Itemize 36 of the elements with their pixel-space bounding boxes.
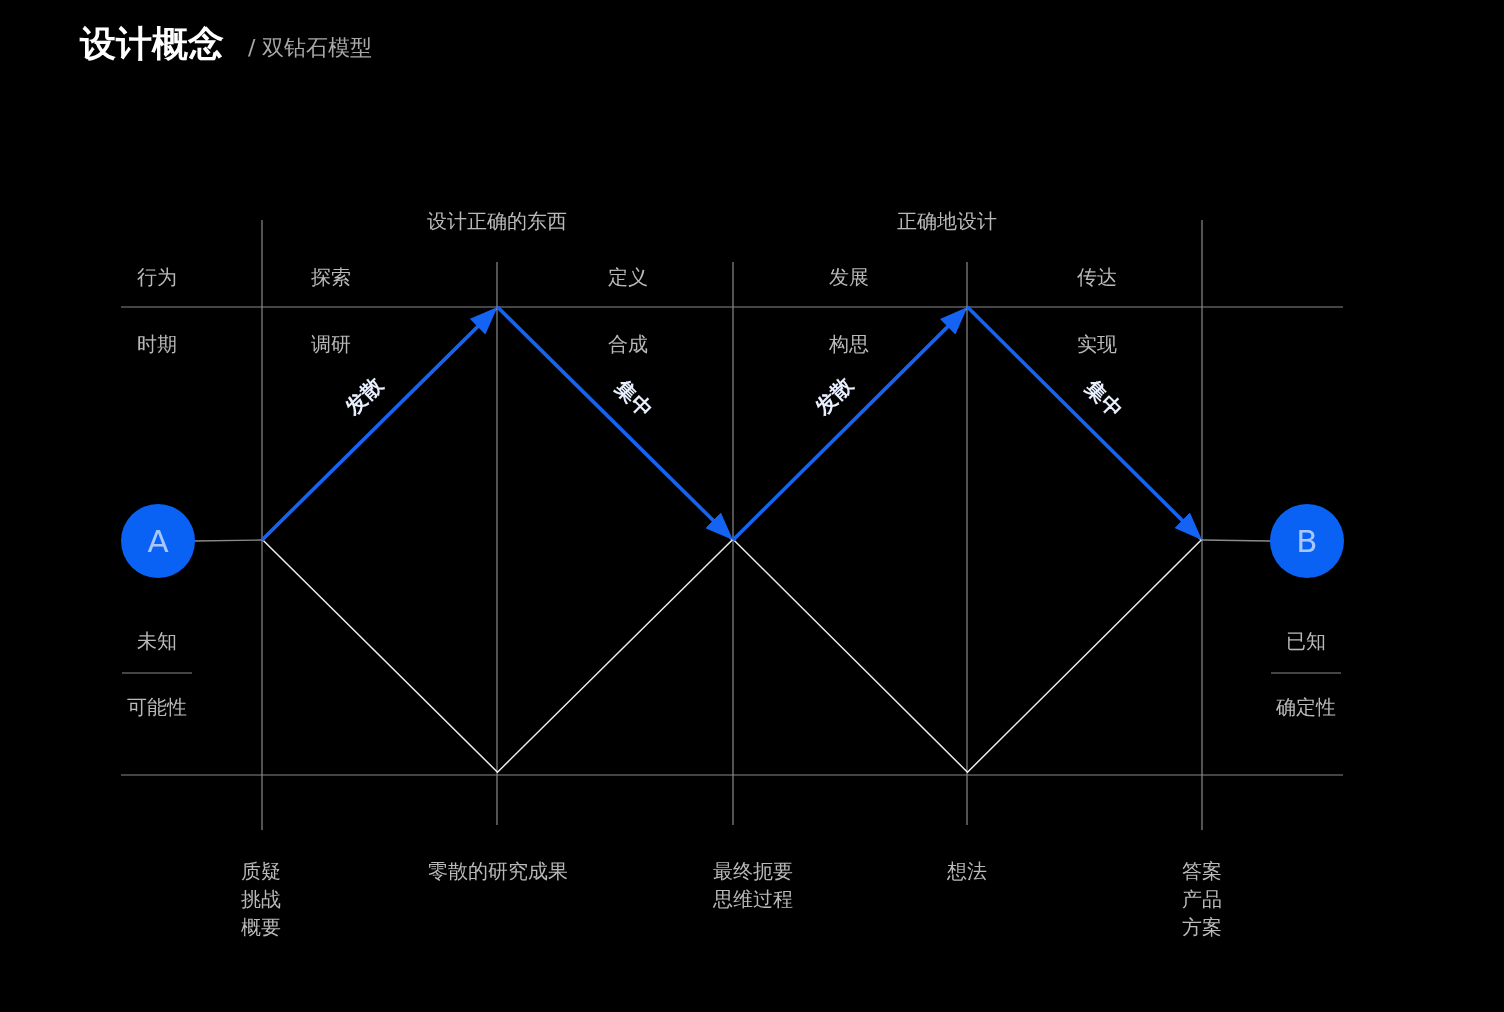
outcome-label: 方案 <box>1182 915 1222 939</box>
node-letter: A <box>147 525 169 557</box>
outcome-label: 产品 <box>1182 887 1222 911</box>
arrow <box>731 307 968 542</box>
phase-label: 构思 <box>829 332 869 356</box>
outcome-label: 概要 <box>241 915 281 939</box>
subtitle: / 双钻石模型 <box>248 35 373 62</box>
stage-label: 探索 <box>311 265 351 289</box>
arrow <box>496 305 733 540</box>
outcome-label: 答案 <box>1182 859 1222 883</box>
node-caption: 确定性 <box>1276 695 1336 719</box>
outcome-label: 思维过程 <box>713 887 793 911</box>
stage-label: 发展 <box>829 265 869 289</box>
phase-label: 合成 <box>608 332 648 356</box>
outcome-label: 零散的研究成果 <box>428 859 568 883</box>
outcome-label: 想法 <box>947 859 987 883</box>
node-caption: 未知 <box>137 629 177 653</box>
node-letter: B <box>1296 525 1318 557</box>
outcome-label: 最终扼要 <box>713 859 793 883</box>
row-header: 行为 <box>137 265 177 289</box>
stage-label: 定义 <box>608 265 648 289</box>
phase-label: 调研 <box>311 332 351 356</box>
node-caption: 已知 <box>1286 629 1326 653</box>
arrow <box>966 305 1202 540</box>
outcome-label: 质疑 <box>241 859 281 883</box>
column-group-header: 设计正确的东西 <box>427 209 567 233</box>
row-header: 时期 <box>137 332 177 356</box>
stage-label: 传达 <box>1077 265 1117 289</box>
title: 设计概念 <box>80 22 224 66</box>
connector-line <box>1201 539 1271 542</box>
node-caption: 可能性 <box>127 695 187 719</box>
arrow <box>260 307 498 542</box>
column-group-header: 正确地设计 <box>897 209 997 233</box>
outcome-label: 挑战 <box>241 887 281 911</box>
connector-line <box>194 539 263 542</box>
phase-label: 实现 <box>1077 332 1117 356</box>
